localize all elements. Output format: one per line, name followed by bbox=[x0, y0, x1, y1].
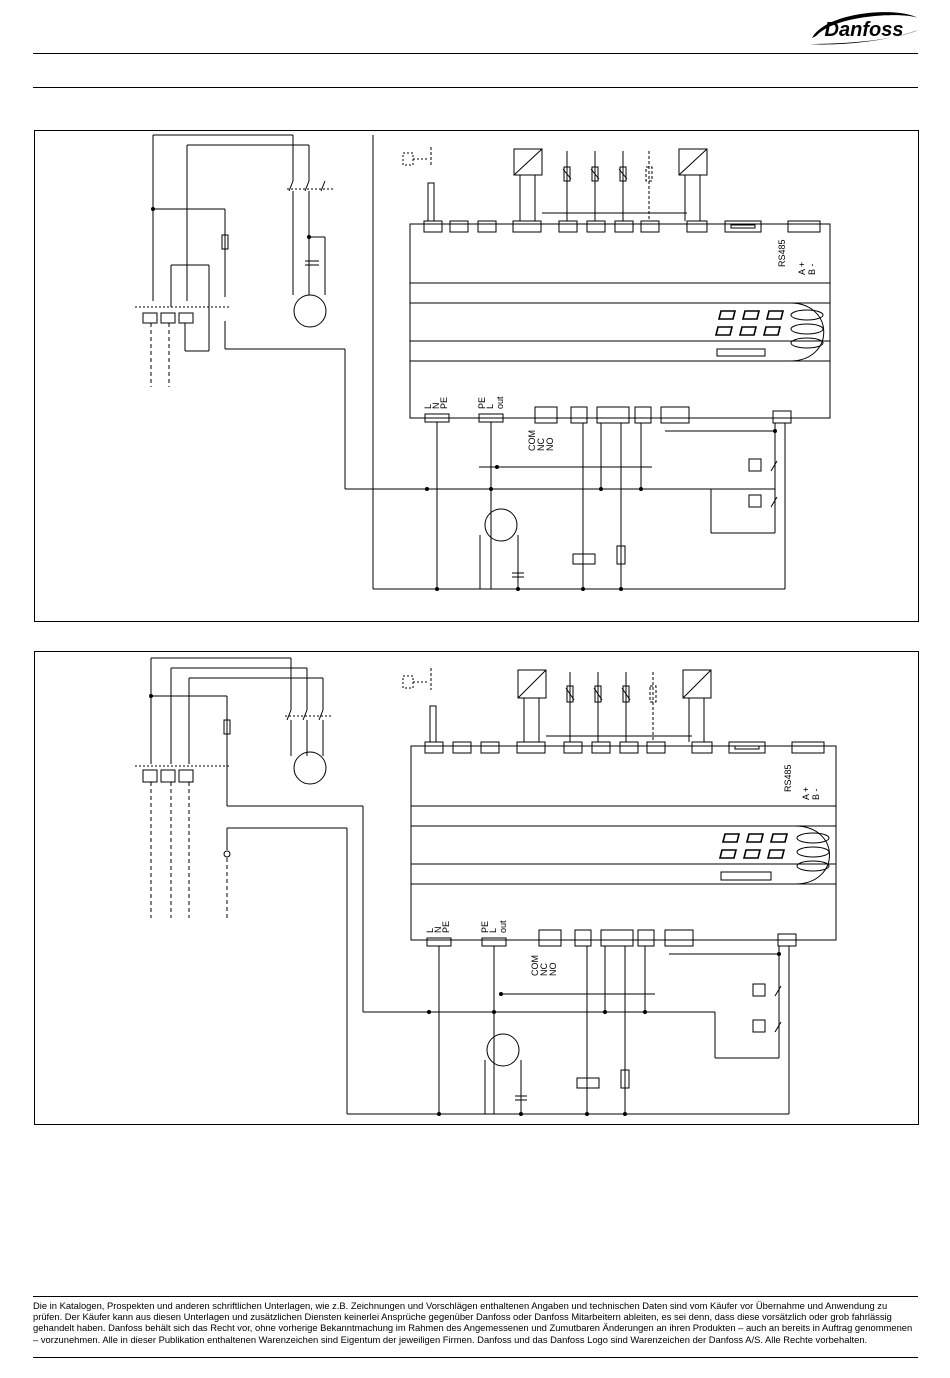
label-pe-out: PE bbox=[480, 921, 490, 933]
label-pe-out: PE bbox=[477, 397, 487, 409]
header-rule-top bbox=[33, 53, 918, 54]
compressor-motor-1 bbox=[484, 508, 518, 542]
label-nc: NC bbox=[539, 963, 549, 976]
label-n: N bbox=[433, 927, 443, 934]
label-rs485: RS485 bbox=[783, 764, 793, 792]
button-up bbox=[796, 832, 830, 844]
label-rs485: RS485 bbox=[777, 239, 787, 267]
legal-disclaimer: Die in Katalogen, Prospekten und anderen… bbox=[33, 1300, 913, 1345]
top-terminal-strip bbox=[424, 741, 825, 754]
danfoss-logo: Danfoss bbox=[810, 12, 918, 45]
label-no: NO bbox=[548, 963, 558, 977]
fan-motor-1 bbox=[293, 294, 327, 328]
label-pe: PE bbox=[439, 397, 449, 409]
button-up bbox=[790, 309, 824, 321]
label-l-out: L bbox=[485, 404, 495, 409]
label-l: L bbox=[425, 928, 435, 933]
logo-text: Danfoss bbox=[825, 19, 904, 41]
seven-segment-display bbox=[714, 310, 785, 336]
fan-motor-2 bbox=[293, 751, 327, 785]
compressor-motor-2 bbox=[486, 1033, 520, 1067]
label-a-plus: A + bbox=[801, 787, 811, 800]
label-b-minus: B - bbox=[807, 263, 817, 275]
label-l-out: L bbox=[488, 928, 498, 933]
label-com: COM bbox=[530, 955, 540, 976]
label-l: L bbox=[423, 404, 433, 409]
button-down bbox=[796, 860, 830, 872]
label-no: NO bbox=[545, 438, 555, 452]
button-enter bbox=[796, 846, 830, 858]
label-nc: NC bbox=[536, 438, 546, 451]
header-rule-bottom bbox=[33, 87, 918, 88]
button-enter bbox=[790, 323, 824, 335]
button-down bbox=[790, 337, 824, 349]
top-terminal-strip bbox=[423, 220, 821, 233]
wiring-diagram-2: RS485 A + B - L N PE PE L out COM NC NO bbox=[34, 651, 919, 1125]
label-a-plus: A + bbox=[797, 262, 807, 275]
wiring-diagram-1: RS485 A + B - L N PE PE L out COM NC NO bbox=[34, 130, 919, 622]
label-out: out bbox=[495, 396, 505, 409]
footer-rule-bottom bbox=[33, 1357, 918, 1358]
label-pe: PE bbox=[441, 921, 451, 933]
footer-rule-top bbox=[33, 1296, 918, 1297]
label-n: N bbox=[431, 403, 441, 410]
label-b-minus: B - bbox=[811, 788, 821, 800]
label-out: out bbox=[498, 920, 508, 933]
label-com: COM bbox=[527, 430, 537, 451]
seven-segment-display bbox=[718, 833, 789, 859]
